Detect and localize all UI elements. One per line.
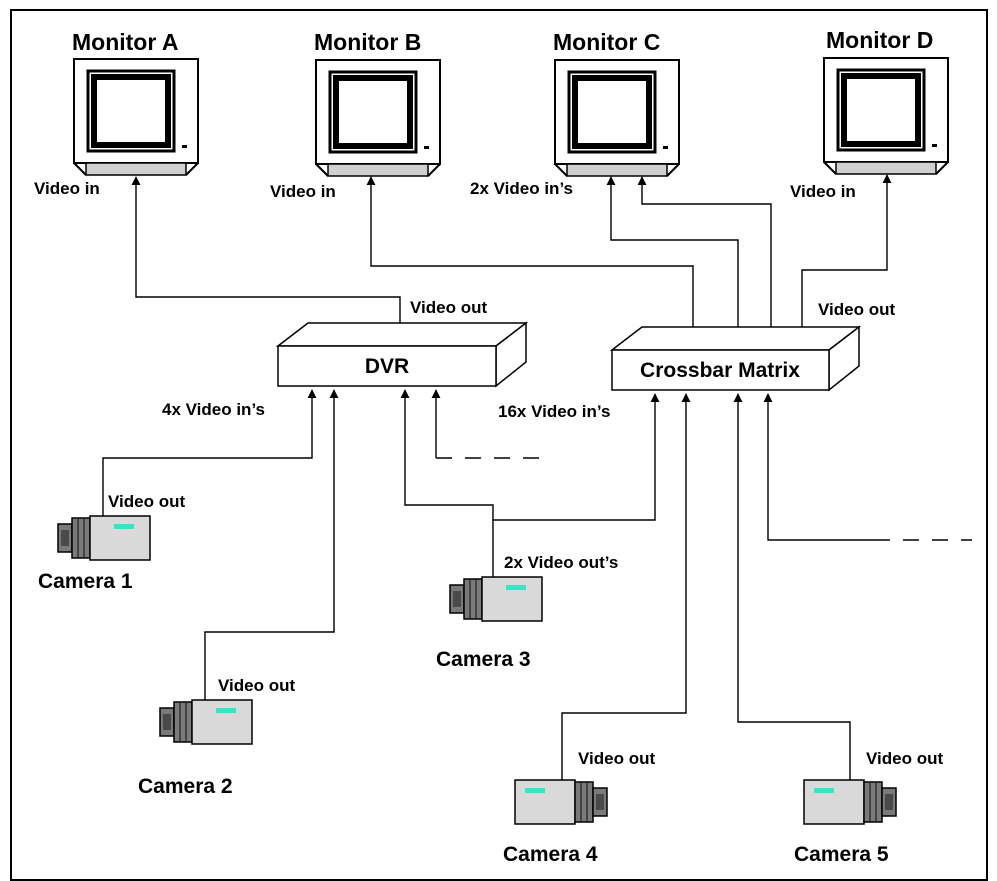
camera-4: Video out Camera 4: [503, 749, 655, 866]
camera-3: 2x Video out’s Camera 3: [436, 553, 618, 671]
camera-3-output-label: 2x Video out’s: [504, 553, 618, 572]
input-connections: [102, 389, 972, 782]
camera-1: Video out Camera 1: [38, 492, 185, 593]
camera-3-to-dvr-line: [400, 389, 494, 580]
crossbar-output-label: Video out: [818, 300, 895, 319]
camera-5-name: Camera 5: [794, 843, 889, 866]
camera-4-to-crossbar-line: [561, 393, 691, 782]
monitor-c: Monitor C 2x Video in’s: [470, 29, 679, 198]
output-connections: [131, 174, 892, 327]
monitor-d: Monitor D Video in: [790, 27, 948, 201]
crossbar-to-monitor-d-line: [801, 174, 892, 327]
monitor-a-input-label: Video in: [34, 179, 100, 198]
camera-5-to-crossbar-line: [733, 393, 851, 782]
camera-5-output-label: Video out: [866, 749, 943, 768]
monitor-c-input-label: 2x Video in’s: [470, 179, 573, 198]
monitor-b-input-label: Video in: [270, 182, 336, 201]
crossbar-to-monitor-b-line: [366, 176, 694, 327]
camera-3-name: Camera 3: [436, 648, 531, 671]
camera-3-to-crossbar-line: [493, 393, 660, 521]
monitor-a: Monitor A Video in: [34, 29, 198, 198]
dvr-unit: DVR Video out 4x Video in’s: [162, 298, 529, 419]
monitor-b-title: Monitor B: [314, 29, 421, 55]
camera-2-icon: [159, 699, 253, 745]
camera-2-output-label: Video out: [218, 676, 295, 695]
dvr-inputs-label: 4x Video in’s: [162, 400, 265, 419]
camera-4-icon: [514, 779, 608, 825]
dvr-to-monitor-a-line: [131, 176, 401, 323]
dvr-output-label: Video out: [410, 298, 487, 317]
monitor-b: Monitor B Video in: [270, 29, 440, 201]
monitor-d-input-label: Video in: [790, 182, 856, 201]
camera-5: Video out Camera 5: [794, 749, 943, 866]
camera-1-output-label: Video out: [108, 492, 185, 511]
camera-1-to-dvr-line: [102, 389, 317, 519]
crossbar-matrix-label: Crossbar Matrix: [640, 359, 800, 382]
monitor-c-title: Monitor C: [553, 29, 660, 55]
camera-4-output-label: Video out: [578, 749, 655, 768]
camera-4-name: Camera 4: [503, 843, 598, 866]
camera-2: Video out Camera 2: [138, 676, 295, 798]
monitor-a-title: Monitor A: [72, 29, 178, 55]
dvr-label: DVR: [365, 355, 409, 378]
monitor-c-icon: [555, 60, 679, 176]
crossbar-to-monitor-c-line-2: [637, 176, 772, 327]
crossbar-spare-input-line: [763, 393, 874, 541]
camera-5-icon: [803, 779, 897, 825]
camera-1-icon: [57, 515, 151, 561]
camera-3-icon: [449, 576, 543, 622]
camera-2-to-dvr-line: [204, 389, 339, 702]
monitor-a-icon: [74, 59, 198, 175]
crossbar-inputs-label: 16x Video in’s: [498, 402, 610, 421]
monitor-d-icon: [824, 58, 948, 174]
crossbar-matrix-unit: Crossbar Matrix Video out 16x Video in’s: [498, 300, 895, 421]
crossbar-to-monitor-c-line-1: [606, 176, 739, 327]
camera-1-name: Camera 1: [38, 570, 133, 593]
monitor-d-title: Monitor D: [826, 27, 933, 53]
camera-2-name: Camera 2: [138, 775, 233, 798]
monitor-b-icon: [316, 60, 440, 176]
